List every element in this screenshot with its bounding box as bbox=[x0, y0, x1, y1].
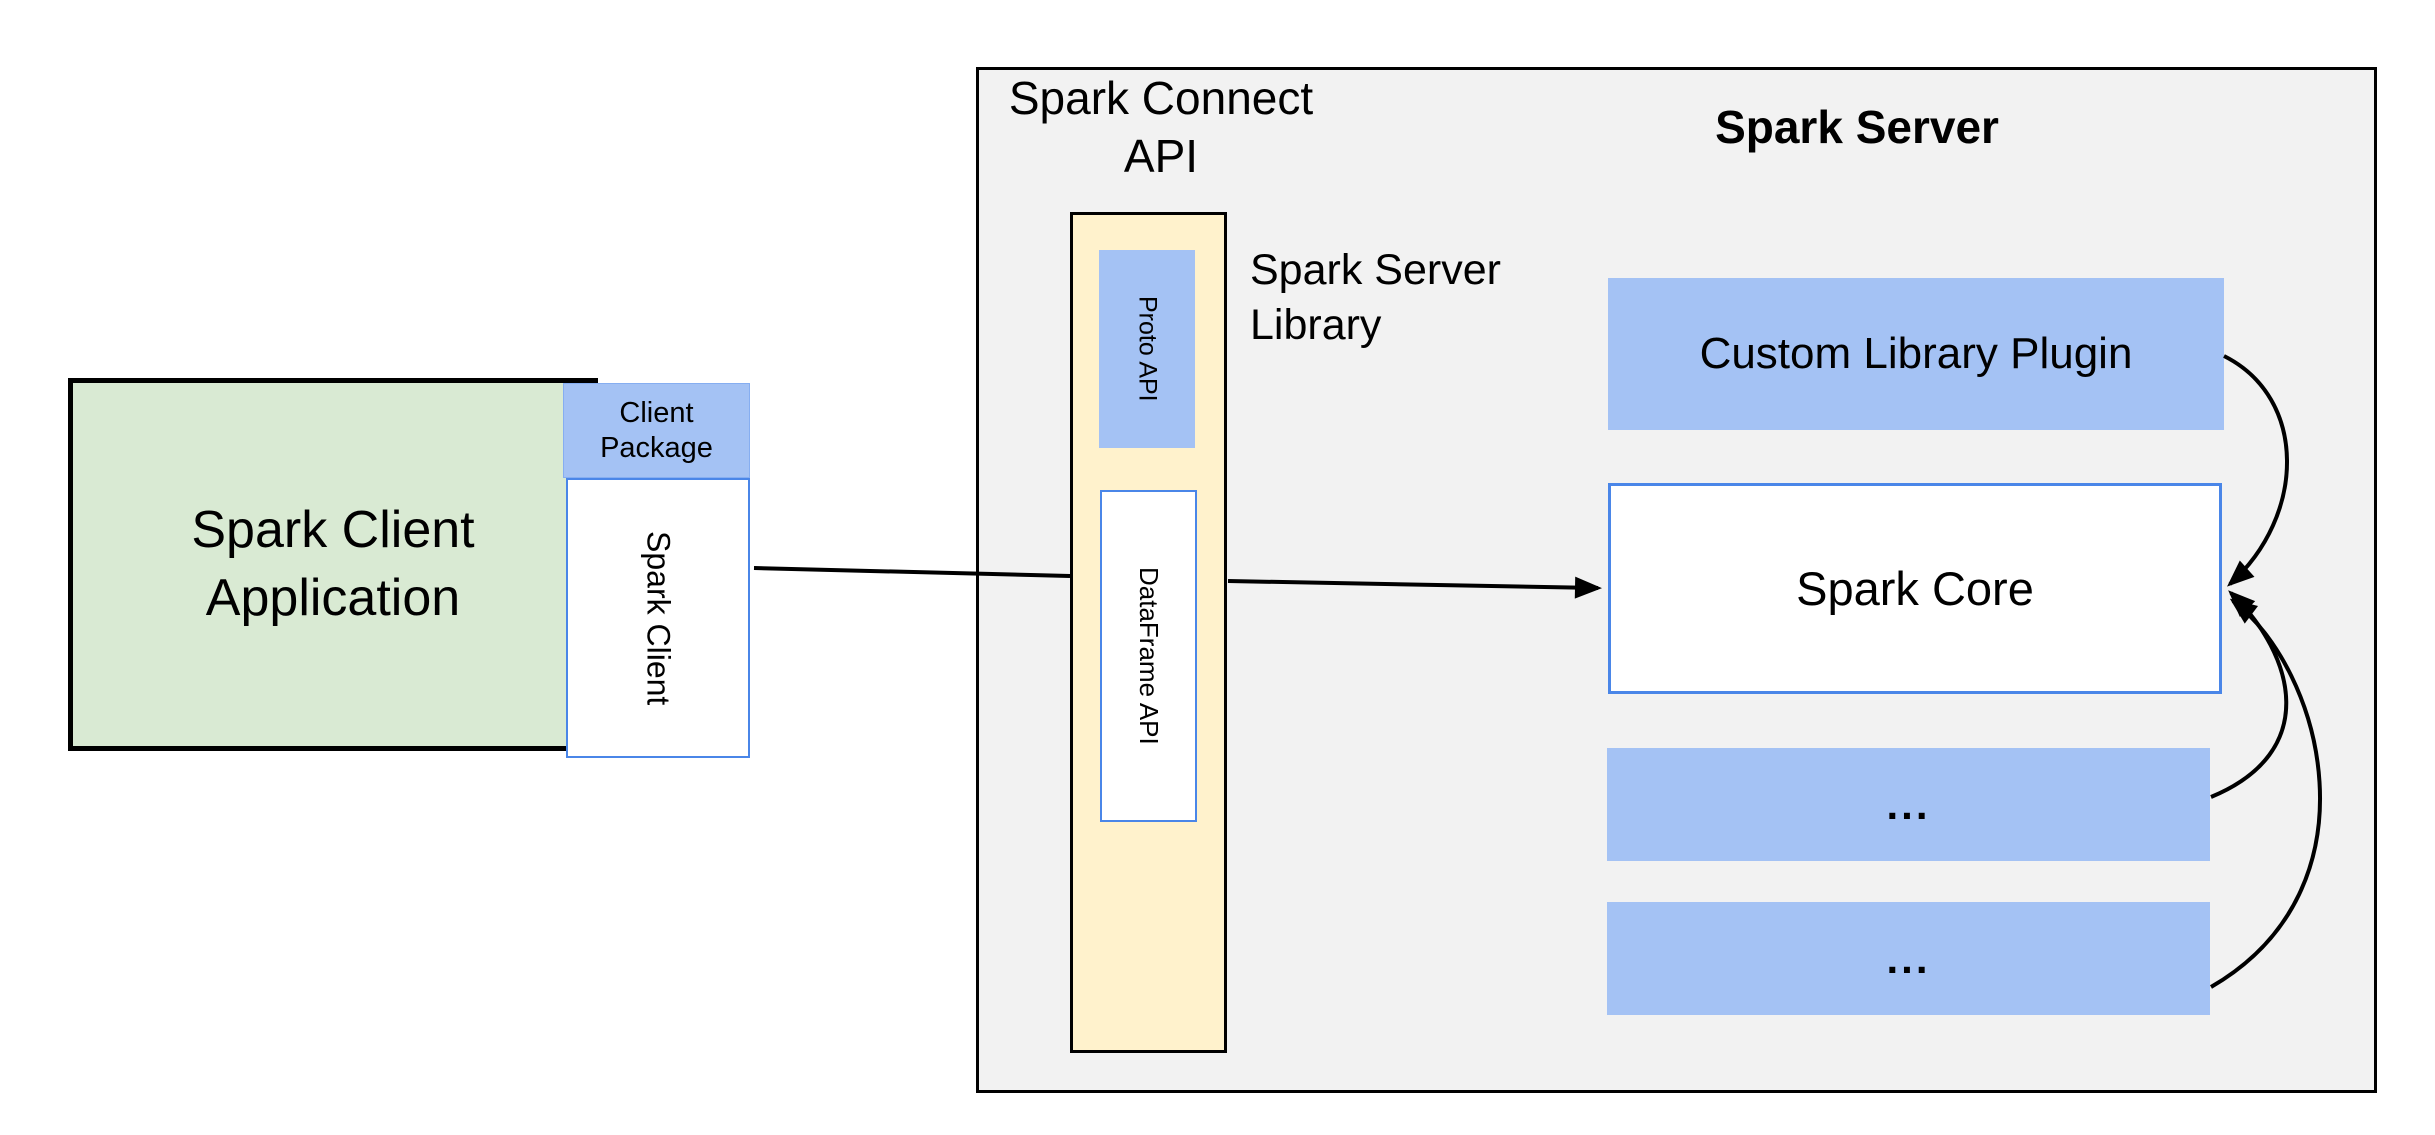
plugin-slot-1-label: ... bbox=[1886, 780, 1931, 828]
spark-core-box: Spark Core bbox=[1608, 483, 2222, 694]
spark-server-library-label: Spark Server Library bbox=[1250, 246, 1501, 350]
dataframe-api-label: DataFrame API bbox=[1134, 567, 1164, 745]
plugin-slot-2-label: ... bbox=[1886, 934, 1931, 982]
plugin-slot-2-box: ... bbox=[1607, 902, 2210, 1015]
spark-client-label: Spark Client bbox=[640, 530, 677, 706]
spark-core-label: Spark Core bbox=[1796, 562, 2034, 615]
spark-client-application-label: Spark Client Application bbox=[191, 500, 475, 627]
plugin-slot-1-box: ... bbox=[1607, 748, 2210, 861]
proto-api-label: Proto API bbox=[1133, 296, 1162, 402]
spark-connect-api-title: Spark Connect API bbox=[1008, 72, 1314, 182]
custom-library-plugin-box: Custom Library Plugin bbox=[1608, 278, 2224, 430]
proto-api-box: Proto API bbox=[1099, 250, 1195, 448]
custom-library-plugin-label: Custom Library Plugin bbox=[1699, 329, 2133, 378]
spark-client-box: Spark Client bbox=[566, 478, 750, 758]
client-package-label: Client Package bbox=[600, 396, 713, 464]
client-package-box: Client Package bbox=[563, 383, 750, 478]
spark-client-application-box: Spark Client Application bbox=[68, 378, 598, 751]
dataframe-api-box: DataFrame API bbox=[1100, 490, 1197, 822]
spark-server-title: Spark Server bbox=[1715, 101, 1999, 153]
